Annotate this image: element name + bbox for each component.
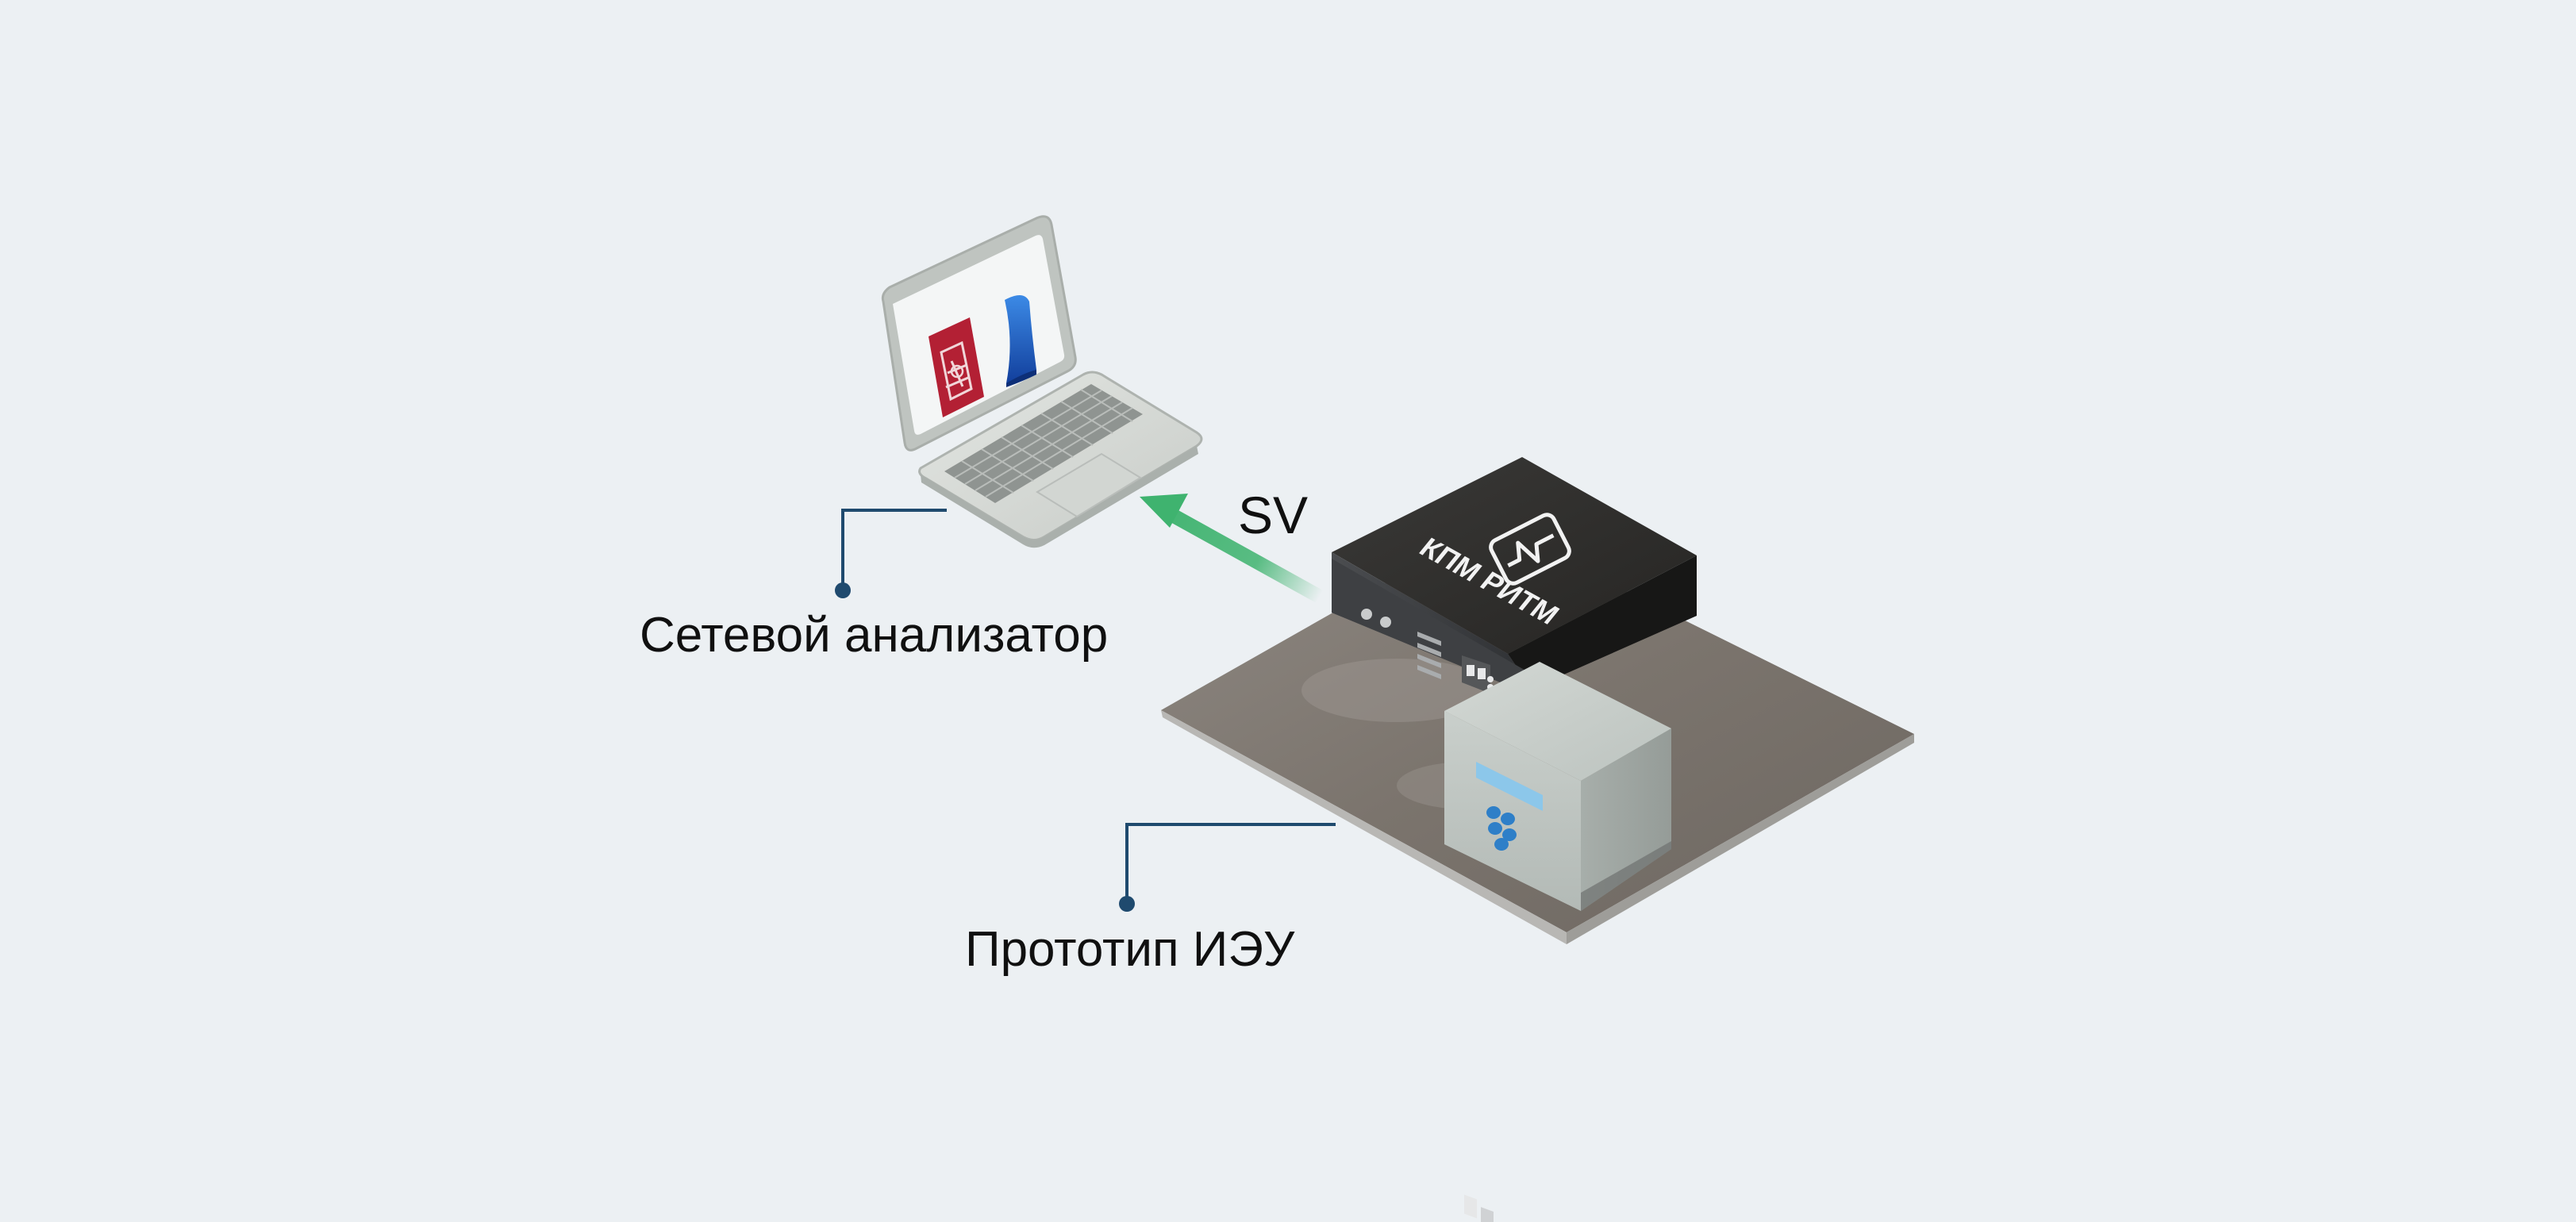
laptop-keyboard (944, 384, 1143, 503)
leader-dot-analyzer (835, 582, 851, 598)
sv-stream-label: SV (1238, 486, 1309, 544)
leader-line-prototype (1125, 823, 1336, 904)
network-analyzer-label: Сетевой анализатор (640, 608, 1109, 663)
laptop-screen (893, 235, 1065, 435)
laptop-network-analyzer (881, 215, 1203, 548)
ied-top (1444, 662, 1671, 781)
front-panel-ports (1417, 632, 1441, 679)
platform-front-left (1161, 710, 1567, 944)
status-led-icon (1380, 617, 1391, 628)
platform-front-right (1567, 734, 1914, 944)
leader-lines (841, 509, 1336, 904)
ied-side (1581, 728, 1671, 911)
ied-buttons (1486, 806, 1517, 851)
sv-stream-arrow (1140, 494, 1324, 603)
ied-display (1476, 762, 1543, 811)
arrow-head-icon (1140, 494, 1188, 528)
leader-dot-prototype (1119, 896, 1135, 912)
sfp-ports (1464, 1194, 1494, 1222)
rack-side (1508, 555, 1697, 689)
waveform-logo-icon (1489, 513, 1571, 586)
blue-shark-fin-icon (1005, 294, 1036, 387)
red-emblem-icon (929, 317, 984, 417)
keyboard-keys-grid (954, 389, 1133, 498)
laptop-touchpad (1036, 452, 1142, 518)
rack-device-kpm-ritm: КПМ РИТМ (1332, 457, 1697, 1222)
ied-prototype-label: Прототип ИЭУ (965, 922, 1295, 977)
power-led-icon (1361, 609, 1372, 620)
ied-prototype-box (1444, 662, 1671, 911)
leader-line-analyzer (841, 509, 947, 590)
rack-top (1332, 457, 1697, 654)
ied-front (1444, 711, 1581, 911)
laptop-base-edge (921, 446, 1198, 548)
